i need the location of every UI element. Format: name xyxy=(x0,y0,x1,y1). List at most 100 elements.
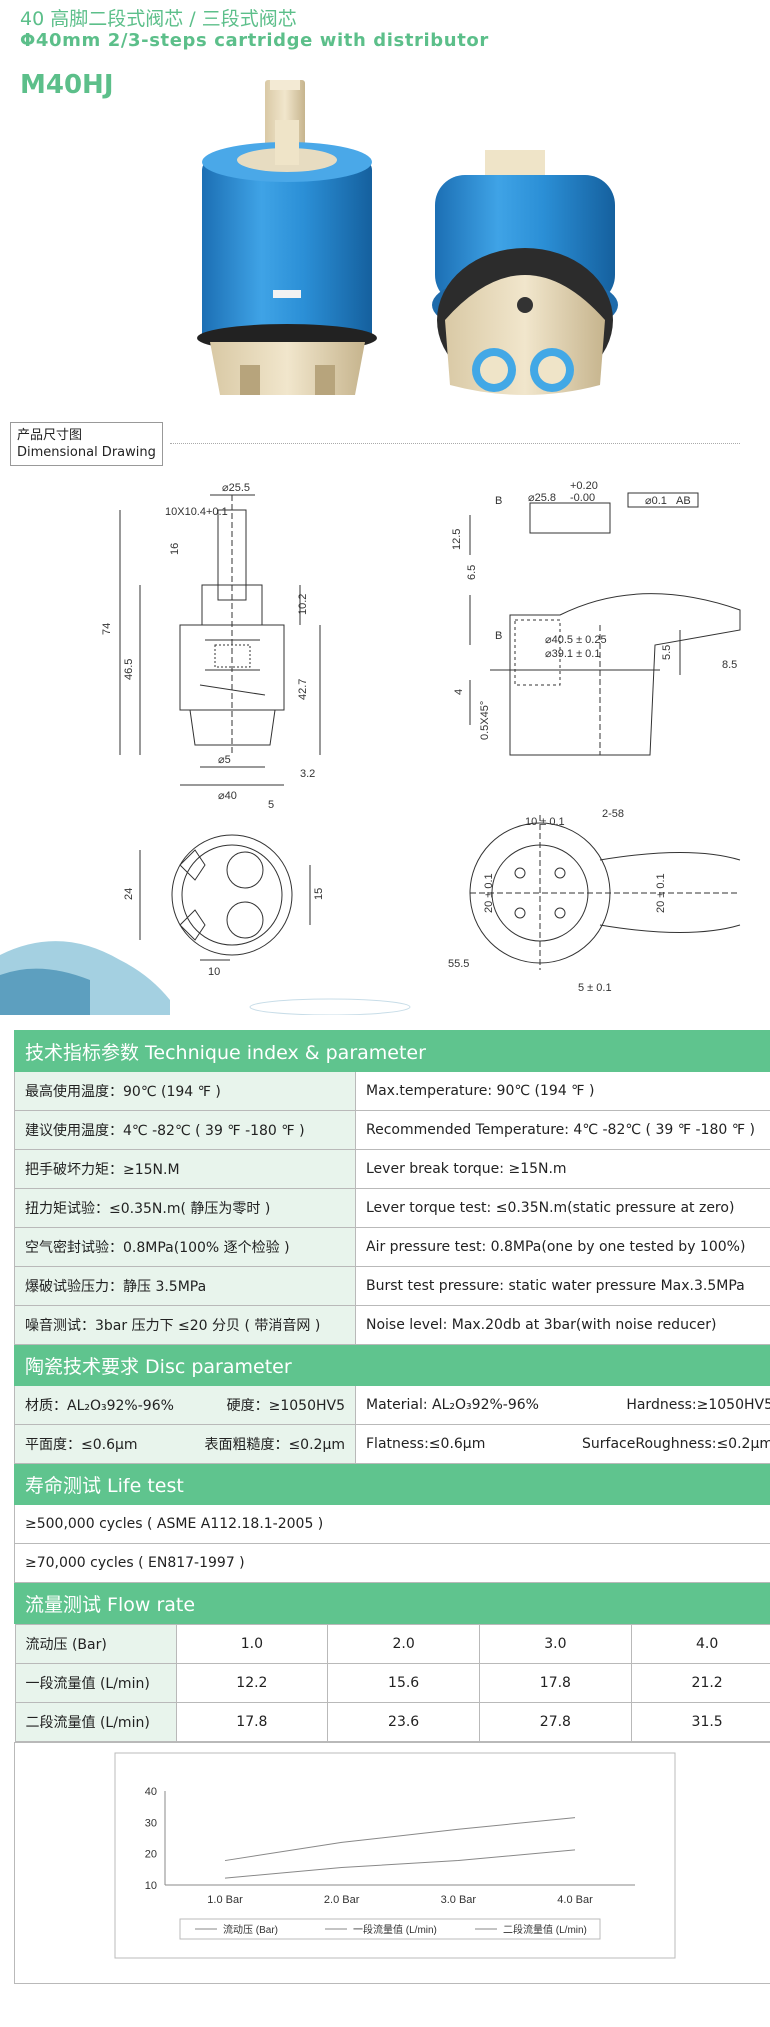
life-row-0: ≥500,000 cycles ( ASME A112.18.1-2005 ) xyxy=(14,1504,770,1544)
dim-top-dia: ⌀25.5 xyxy=(222,482,250,494)
x-tick-label: 3.0 Bar xyxy=(441,1894,477,1906)
y-tick-label: 20 xyxy=(145,1849,157,1861)
flow-cell: 23.6 xyxy=(327,1702,480,1742)
flow-cell: 31.5 xyxy=(630,1702,770,1742)
dim-b-top: B xyxy=(495,495,502,507)
legend-box xyxy=(179,1918,601,1940)
dim-5-5: 5.5 xyxy=(661,645,673,660)
dim-40-5: ⌀40.5 ± 0.25 xyxy=(545,634,607,646)
disc-cn-material: 材质：AL₂O₃92%-96% xyxy=(25,1398,174,1414)
dim-20-right: 20 ± 0.1 xyxy=(655,873,667,913)
disc-en-flatness: Flatness:≤0.6μm xyxy=(366,1436,486,1452)
tech-cn-1: 建议使用温度：4℃ -82℃ ( 39 ℉ -180 ℉ ) xyxy=(14,1110,356,1150)
dim-chamfer: 0.5X45° xyxy=(479,701,491,740)
legend-label: 流动压 (Bar) xyxy=(223,1923,278,1936)
dim-flatness: ⌀0.1 xyxy=(645,495,667,507)
table-row: 最高使用温度：90℃ (194 ℉ )Max.temperature: 90℃ … xyxy=(14,1071,770,1111)
table-row: 一段流量值 (L/min) 12.2 15.6 17.8 21.2 xyxy=(14,1663,770,1703)
dim-25-8: ⌀25.8 xyxy=(528,492,556,504)
table-row: 二段流量值 (L/min) 17.8 23.6 27.8 31.5 xyxy=(14,1702,770,1742)
dim-3-2: 3.2 xyxy=(300,768,315,780)
x-tick-label: 1.0 Bar xyxy=(207,1894,243,1906)
disc-cn-hardness: 硬度：≥1050HV5 xyxy=(226,1398,345,1414)
flow-label-1: 一段流量值 (L/min) xyxy=(14,1663,177,1703)
flow-cell: 27.8 xyxy=(479,1702,632,1742)
y-tick-label: 30 xyxy=(145,1817,157,1829)
title-cn: 40 高脚二段式阀芯 / 三段式阀芯 xyxy=(20,8,297,30)
legend-label: 一段流量值 (L/min) xyxy=(353,1923,437,1936)
x-tick-label: 2.0 Bar xyxy=(324,1894,360,1906)
dim-12-5: 12.5 xyxy=(451,529,463,550)
tech-cn-3: 扭力矩试验：≤0.35N.m( 静压为零时 ) xyxy=(14,1188,356,1228)
y-tick-label: 10 xyxy=(145,1880,157,1892)
flow-cell: 1.0 xyxy=(175,1624,329,1664)
dim-55-5: 55.5 xyxy=(448,958,469,970)
dim-16: 16 xyxy=(169,543,181,555)
dim-5-bottom: 5 xyxy=(268,799,274,811)
x-tick-label: 4.0 Bar xyxy=(557,1894,593,1906)
dim-39-1: ⌀39.1 ± 0.1 xyxy=(545,648,600,660)
flow-cell: 12.2 xyxy=(175,1663,329,1703)
technical-drawing: ⌀25.5 10X10.4+0.1 16 74 46.5 10.2 42.7 ⌀… xyxy=(0,480,741,1015)
disc-en-roughness: SurfaceRoughness:≤0.2μm xyxy=(582,1436,770,1452)
dimensional-drawing-label-en: Dimensional Drawing xyxy=(17,445,156,460)
model-number: M40HJ xyxy=(20,70,114,100)
dim-5: ⌀5 xyxy=(218,754,231,766)
product-photo xyxy=(197,80,618,395)
dim-15: 15 xyxy=(313,888,325,900)
disc-cn-flatness: 平面度：≤0.6μm xyxy=(25,1437,138,1453)
flow-chart: 10 20 30 40 1.0 Bar 2.0 Bar 3.0 Bar 4.0 Bar 流动压 … xyxy=(114,1752,676,1959)
dim-6-5: 6.5 xyxy=(466,565,478,580)
flow-cell: 2.0 xyxy=(327,1624,480,1664)
dim-stem: 10X10.4+0.1 xyxy=(165,506,228,518)
table-row: ≥70,000 cycles ( EN817-1997 ) xyxy=(14,1543,770,1583)
dim-74: 74 xyxy=(101,623,113,635)
technique-header: 技术指标参数 Technique index & parameter xyxy=(14,1030,770,1072)
dim-b-mid: B xyxy=(495,630,502,642)
spec-table: 技术指标参数 Technique index & parameter 最高使用温… xyxy=(14,1030,770,1984)
dim-20-left: 20 ± 0.1 xyxy=(483,873,495,913)
tech-en-5: Burst test pressure: static water pressu… xyxy=(355,1266,770,1306)
tech-cn-6: 噪音测试：3bar 压力下 ≤20 分贝 ( 带消音网 ) xyxy=(14,1305,356,1345)
tech-en-0: Max.temperature: 90℃ (194 ℉ ) xyxy=(355,1071,770,1111)
dim-tol-up: +0.20 xyxy=(570,480,598,492)
tech-cn-2: 把手破坏力矩：≥15N.M xyxy=(14,1149,356,1189)
chart-frame xyxy=(114,1752,676,1959)
tech-cn-4: 空气密封试验：0.8MPa(100% 逐个检验 ) xyxy=(14,1227,356,1267)
series-line-2 xyxy=(224,1817,576,1862)
table-row: 流动压 (Bar) 1.0 2.0 3.0 4.0 xyxy=(14,1624,770,1664)
dim-10: 10 xyxy=(208,966,220,978)
tech-cn-5: 爆破试验压力：静压 3.5MPa xyxy=(14,1266,356,1306)
table-row: 建议使用温度：4℃ -82℃ ( 39 ℉ -180 ℉ )Recommende… xyxy=(14,1110,770,1150)
flow-table: 流动压 (Bar) 1.0 2.0 3.0 4.0 一段流量值 (L/min) … xyxy=(14,1624,770,1742)
dim-4: 4 xyxy=(453,689,465,695)
table-row: 扭力矩试验：≤0.35N.m( 静压为零时 )Lever torque test… xyxy=(14,1188,770,1228)
flow-cell: 17.8 xyxy=(479,1663,632,1703)
life-row-1: ≥70,000 cycles ( EN817-1997 ) xyxy=(14,1543,770,1583)
legend-label: 二段流量值 (L/min) xyxy=(503,1923,587,1936)
tech-en-2: Lever break torque: ≥15N.m xyxy=(355,1149,770,1189)
dim-5-tol: 5 ± 0.1 xyxy=(578,982,612,994)
tech-en-1: Recommended Temperature: 4℃ -82℃ ( 39 ℉ … xyxy=(355,1110,770,1150)
title-en: Φ40mm 2/3-steps cartridge with distribut… xyxy=(20,30,489,51)
dim-2-58: 2-58 xyxy=(602,808,624,820)
tech-en-4: Air pressure test: 0.8MPa(one by one tes… xyxy=(355,1227,770,1267)
table-row: 平面度：≤0.6μm 表面粗糙度：≤0.2μm Flatness:≤0.6μm Su… xyxy=(14,1424,770,1464)
flow-cell: 3.0 xyxy=(479,1624,632,1664)
flow-label-2: 二段流量值 (L/min) xyxy=(14,1702,177,1742)
disc-en-material: Material: AL₂O₃92%-96% xyxy=(366,1397,539,1413)
y-tick-label: 40 xyxy=(145,1786,157,1798)
dim-8-5: 8.5 xyxy=(722,659,737,671)
table-row: 材质：AL₂O₃92%-96% 硬度：≥1050HV5 Material: AL₂… xyxy=(14,1385,770,1425)
dim-46-5: 46.5 xyxy=(123,659,135,680)
disc-cn-roughness: 表面粗糙度：≤0.2μm xyxy=(204,1437,345,1453)
life-header: 寿命测试 Life test xyxy=(14,1463,770,1505)
dimensional-drawing-label: 产品尺寸图 Dimensional Drawing xyxy=(10,422,163,466)
flow-cell: 4.0 xyxy=(630,1624,770,1664)
dim-10-tol: 10 ± 0.1 xyxy=(525,816,565,828)
dim-10-2: 10.2 xyxy=(297,594,309,615)
tech-cn-0: 最高使用温度：90℃ (194 ℉ ) xyxy=(14,1071,356,1111)
flow-label-0: 流动压 (Bar) xyxy=(14,1624,177,1664)
